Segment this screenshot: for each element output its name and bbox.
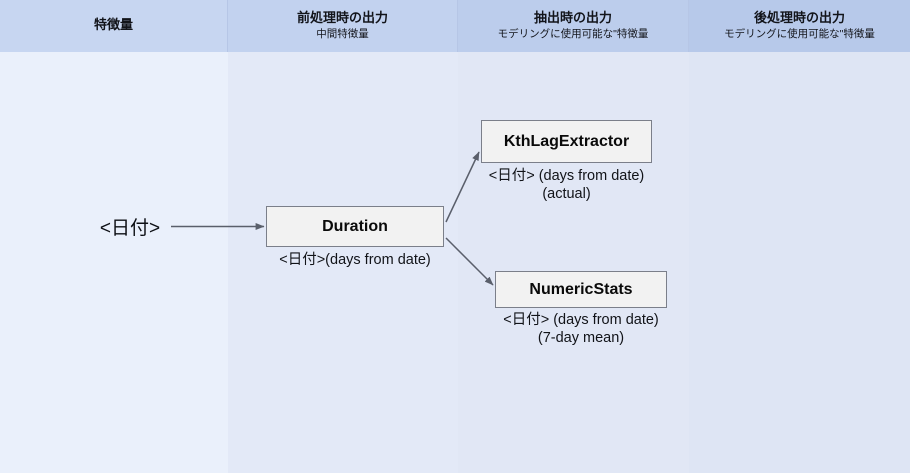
node-numeric-caption-line2: (7-day mean) — [537, 329, 625, 346]
edge-duration-to-numeric — [445, 237, 494, 286]
node-duration[interactable]: Duration — [266, 206, 444, 247]
node-duration-caption-line1: <日付>(days from date) — [279, 252, 431, 268]
column-header-row: 特徴量 前処理時の出力 中間特徴量 抽出時の出力 モデリングに使用可能な"特徴量… — [0, 0, 910, 52]
node-numeric-caption-line1: <日付> (days from date) — [503, 312, 659, 328]
column-band-features — [0, 0, 228, 473]
column-subtitle-extraction: モデリングに使用可能な"特徴量 — [497, 28, 649, 41]
column-subtitle-postprocessing: モデリングに使用可能な"特徴量 — [724, 28, 875, 41]
column-band-extraction — [458, 0, 689, 473]
column-title-features: 特徴量 — [93, 16, 133, 32]
column-title-preprocessing: 前処理時の出力 — [296, 10, 388, 26]
column-subtitle-preprocessing: 中間特徴量 — [316, 28, 369, 41]
edge-duration-to-kth — [445, 151, 480, 223]
node-numeric-stats-label: NumericStats — [529, 280, 633, 298]
column-title-postprocessing: 後処理時の出力 — [753, 10, 845, 26]
column-header-features: 特徴量 — [0, 0, 228, 52]
node-numeric-stats-caption: <日付> (days from date) (7-day mean) — [480, 312, 682, 347]
column-band-postprocessing — [689, 0, 910, 473]
column-header-postprocessing: 後処理時の出力 モデリングに使用可能な"特徴量 — [689, 0, 910, 52]
node-kth-caption-line2: (actual) — [542, 185, 591, 202]
source-feature-label: <日付> — [99, 218, 161, 239]
node-kth-lag-extractor-label: KthLagExtractor — [503, 132, 630, 150]
node-duration-caption: <日付>(days from date) — [255, 252, 455, 270]
node-kth-caption-line1: <日付> (days from date) — [488, 168, 645, 184]
node-kth-lag-extractor[interactable]: KthLagExtractor — [481, 120, 652, 163]
column-header-extraction: 抽出時の出力 モデリングに使用可能な"特徴量 — [458, 0, 689, 52]
node-kth-lag-extractor-caption: <日付> (days from date) (actual) — [466, 168, 667, 203]
column-title-extraction: 抽出時の出力 — [533, 10, 612, 26]
node-numeric-stats[interactable]: NumericStats — [495, 271, 667, 308]
column-header-preprocessing: 前処理時の出力 中間特徴量 — [228, 0, 458, 52]
node-duration-label: Duration — [322, 217, 388, 235]
